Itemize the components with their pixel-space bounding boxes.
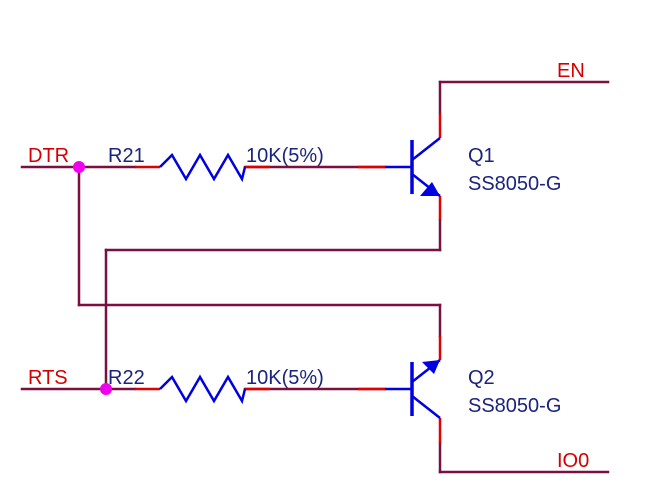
r21-value-label: 10K(5%) — [246, 145, 324, 167]
q1-part-label: SS8050-G — [468, 173, 561, 195]
net-label-dtr: DTR — [28, 145, 69, 167]
q1-ref-label: Q1 — [468, 145, 495, 167]
r21-ref-label: R21 — [108, 145, 145, 167]
net-label-rts: RTS — [28, 367, 68, 389]
q2-ref-label: Q2 — [468, 367, 495, 389]
net-label-en: EN — [557, 60, 585, 82]
q2-arrow — [422, 360, 440, 374]
junctions — [73, 161, 112, 395]
junction-dtr — [73, 161, 85, 173]
pin-stubs — [135, 113, 442, 443]
resistor-r21-symbol — [159, 152, 247, 183]
net-label-io0: IO0 — [557, 450, 589, 472]
q2-part-label: SS8050-G — [468, 395, 561, 417]
transistor-q1-symbol — [385, 137, 441, 197]
components — [159, 137, 441, 419]
q1-emitter-arrow — [420, 182, 440, 196]
r22-value-label: 10K(5%) — [246, 367, 324, 389]
resistor-r22-symbol — [159, 374, 247, 405]
junction-rts — [100, 383, 112, 395]
transistor-q2-symbol — [385, 359, 441, 419]
r22-ref-label: R22 — [108, 367, 145, 389]
